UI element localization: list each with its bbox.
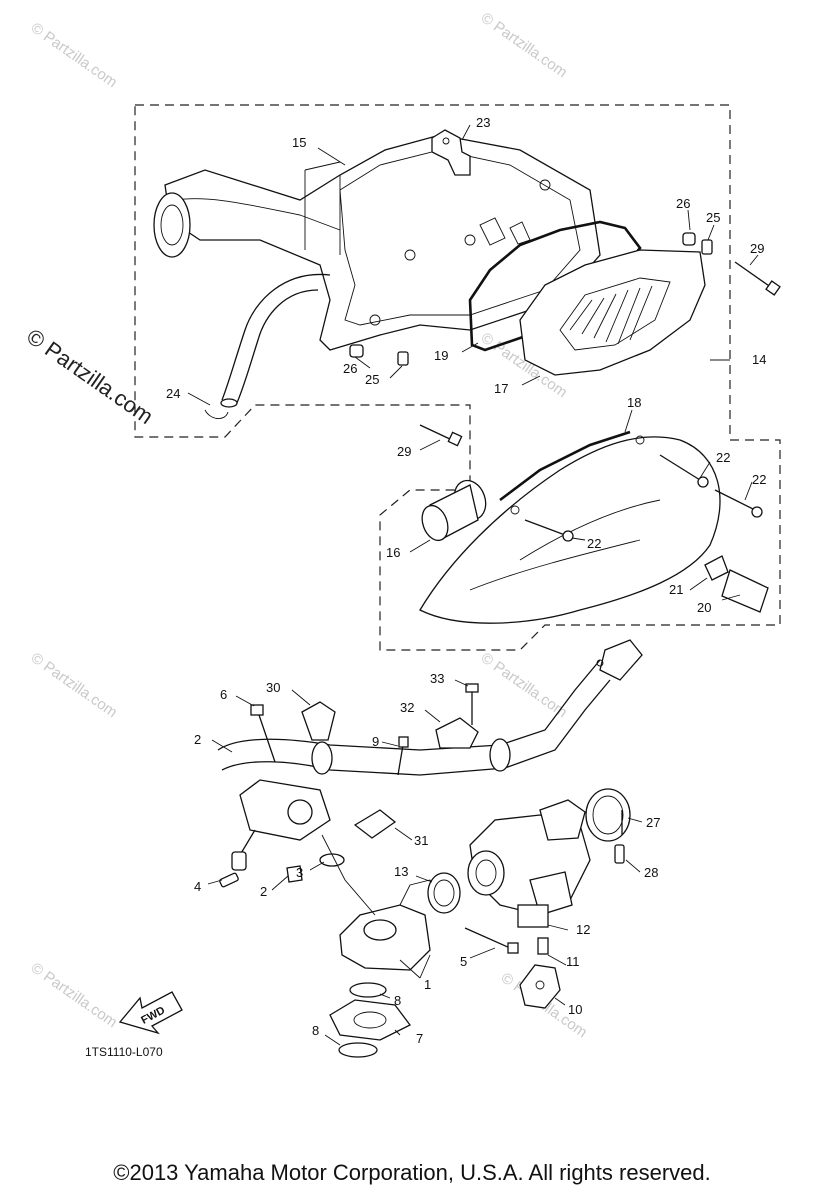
o-ring-8a	[349, 982, 387, 998]
watermark: © Partzilla.com	[28, 19, 121, 91]
callout-6: 6	[220, 687, 227, 702]
callout-25: 25	[706, 210, 720, 225]
callout-9: 9	[372, 734, 379, 749]
callout-1: 1	[424, 977, 431, 992]
callout-15: 15	[292, 135, 306, 150]
grommet-collar-lower	[349, 344, 409, 366]
callout-19: 19	[434, 348, 448, 363]
drain-plug-clamp	[704, 555, 769, 613]
grommet-collar-bolt-upper	[682, 232, 781, 296]
callout-23: 23	[476, 115, 490, 130]
callout-8-lower: 8	[312, 1023, 319, 1038]
watermark: © Partzilla.com	[478, 649, 571, 721]
copyright-notice: ©2013 Yamaha Motor Corporation, U.S.A. A…	[113, 1160, 711, 1185]
bracket-31	[353, 809, 397, 839]
gasket	[468, 220, 642, 352]
clip-2	[286, 865, 303, 883]
watermark: © Partzilla.com	[478, 9, 571, 81]
throttle-body-joint-hose	[217, 639, 643, 776]
callout-18: 18	[627, 395, 641, 410]
drain-hose	[204, 273, 331, 419]
watermark: © Partzilla.com	[28, 649, 121, 721]
callout-28: 28	[644, 865, 658, 880]
callout-26: 26	[676, 196, 690, 211]
callout-14: 14	[752, 352, 766, 367]
callout-2-lower: 2	[260, 884, 267, 899]
callout-4: 4	[194, 879, 201, 894]
air-cleaner-case	[153, 134, 601, 351]
intake-duct	[421, 479, 487, 542]
watermark: © Partzilla.com	[28, 959, 121, 1031]
leader-lines	[187, 124, 759, 1046]
callout-21: 21	[669, 582, 683, 597]
callout-29: 29	[750, 241, 764, 256]
bracket	[431, 129, 471, 176]
screw-9	[397, 736, 409, 776]
callout-7: 7	[416, 1031, 423, 1046]
bolt-6	[250, 704, 276, 763]
hose-clamp-27	[585, 788, 631, 842]
forward-arrow: FWD	[118, 991, 183, 1035]
callout-33: 33	[430, 671, 444, 686]
bolt-5	[464, 927, 519, 954]
bolt-lower	[419, 424, 463, 447]
callout-25-lower: 25	[365, 372, 379, 387]
callout-22: 22	[587, 536, 601, 551]
callout-31: 31	[414, 833, 428, 848]
callout-16: 16	[386, 545, 400, 560]
hose-clamp-13	[427, 872, 461, 914]
screw-11	[537, 937, 549, 955]
insulator-plate	[329, 999, 411, 1041]
callout-20: 20	[697, 600, 711, 615]
pin-4	[219, 872, 239, 888]
case-cover	[419, 430, 721, 624]
callout-30: 30	[266, 680, 280, 695]
callout-29-lower: 29	[397, 444, 411, 459]
callout-2: 2	[194, 732, 201, 747]
cable-bracket	[519, 964, 561, 1009]
callout-26-lower: 26	[343, 361, 357, 376]
callout-32: 32	[400, 700, 414, 715]
pin-28	[614, 844, 625, 864]
air-filter-element	[519, 249, 706, 376]
screws	[524, 454, 763, 542]
callout-8: 8	[394, 993, 401, 1008]
callout-22: 22	[716, 450, 730, 465]
callout-27: 27	[646, 815, 660, 830]
callout-13: 13	[394, 864, 408, 879]
callout-11: 11	[566, 954, 580, 969]
throttle-body	[467, 799, 591, 928]
bracket-30	[301, 701, 336, 741]
callout-10: 10	[568, 1002, 582, 1017]
callouts: 15 23 26 25 29 14 19 17 26 25 24 29 18 2…	[166, 115, 766, 1046]
diagram-code: 1TS1110-L070	[85, 1045, 163, 1059]
injector-sensor	[231, 779, 331, 871]
watermark-main: © Partzilla.com	[22, 324, 158, 430]
callout-5: 5	[460, 954, 467, 969]
clamp-32	[435, 683, 479, 749]
joint	[339, 879, 441, 971]
callout-12: 12	[576, 922, 590, 937]
callout-24: 24	[166, 386, 180, 401]
o-ring-3	[319, 853, 345, 867]
callout-3: 3	[296, 865, 303, 880]
callout-17: 17	[494, 381, 508, 396]
air-cleaner-group-outline	[134, 104, 781, 651]
callout-22: 22	[752, 472, 766, 487]
o-ring-8b	[338, 1042, 378, 1058]
